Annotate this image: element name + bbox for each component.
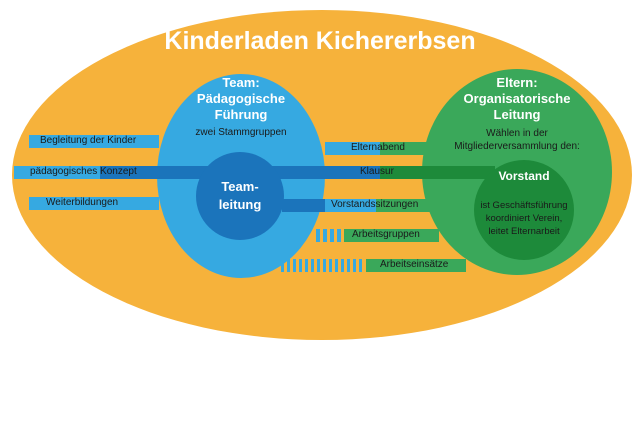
diagram-title: Kinderladen Kichererbsen	[164, 27, 476, 55]
label-vorstandssitzungen: Vorstandssitzungen	[331, 199, 419, 210]
bar-begleitung	[29, 135, 159, 148]
team-subtitle: zwei Stammgruppen	[195, 127, 287, 138]
teamleitung-circle	[196, 152, 284, 240]
team-heading-1: Team:	[222, 75, 260, 90]
bar-arbeitsgruppen-green	[344, 229, 439, 242]
label-arbeitseinsaetze: Arbeitseinsätze	[380, 259, 449, 270]
bar-vorstandssitzungen-blue	[325, 199, 376, 212]
eltern-subtitle-2: Mitgliederversammlung den:	[454, 141, 580, 152]
label-arbeitsgruppen: Arbeitsgruppen	[352, 229, 420, 240]
bar-arbeitseinsaetze-dashes	[281, 259, 362, 272]
label-elternabend: Elternabend	[351, 142, 405, 153]
eltern-subtitle-1: Wählen in der	[486, 128, 548, 139]
bar-weiterbildungen	[29, 197, 159, 210]
bar-elternabend-green	[380, 142, 430, 155]
eltern-heading-3: Leitung	[493, 107, 541, 122]
team-heading-2: Pädagogische	[196, 91, 286, 106]
eltern-heading-2: Organisatorische	[463, 91, 571, 106]
label-klausur: Klausur	[360, 166, 394, 177]
vorstand-circle	[474, 160, 574, 260]
label-begleitung: Begleitung der Kinder	[40, 135, 137, 146]
bar-elternabend-blue	[325, 142, 380, 155]
label-weiterbildungen: Weiterbildungen	[46, 197, 119, 208]
vorstand-title: Vorstand	[498, 169, 550, 183]
bar-arbeitsgruppen-dashes	[316, 229, 341, 242]
bar-arbeitseinsaetze-green	[366, 259, 466, 272]
bar-vorstandssitzungen-green	[376, 199, 454, 212]
teamleitung-line-1: Team-	[221, 179, 259, 194]
team-heading-3: Führung	[214, 107, 268, 122]
eltern-heading-1: Eltern:	[496, 75, 538, 90]
label-konzept: pädagogisches Konzept	[30, 166, 137, 177]
teamleitung-line-2: leitung	[218, 197, 262, 212]
vorstand-desc-1: ist Geschäftsführung	[480, 200, 568, 211]
vorstand-desc-3: leitet Elternarbeit	[488, 226, 560, 237]
vorstand-desc-2: koordiniert Verein,	[485, 213, 563, 224]
bar-klausur-green	[380, 166, 495, 179]
